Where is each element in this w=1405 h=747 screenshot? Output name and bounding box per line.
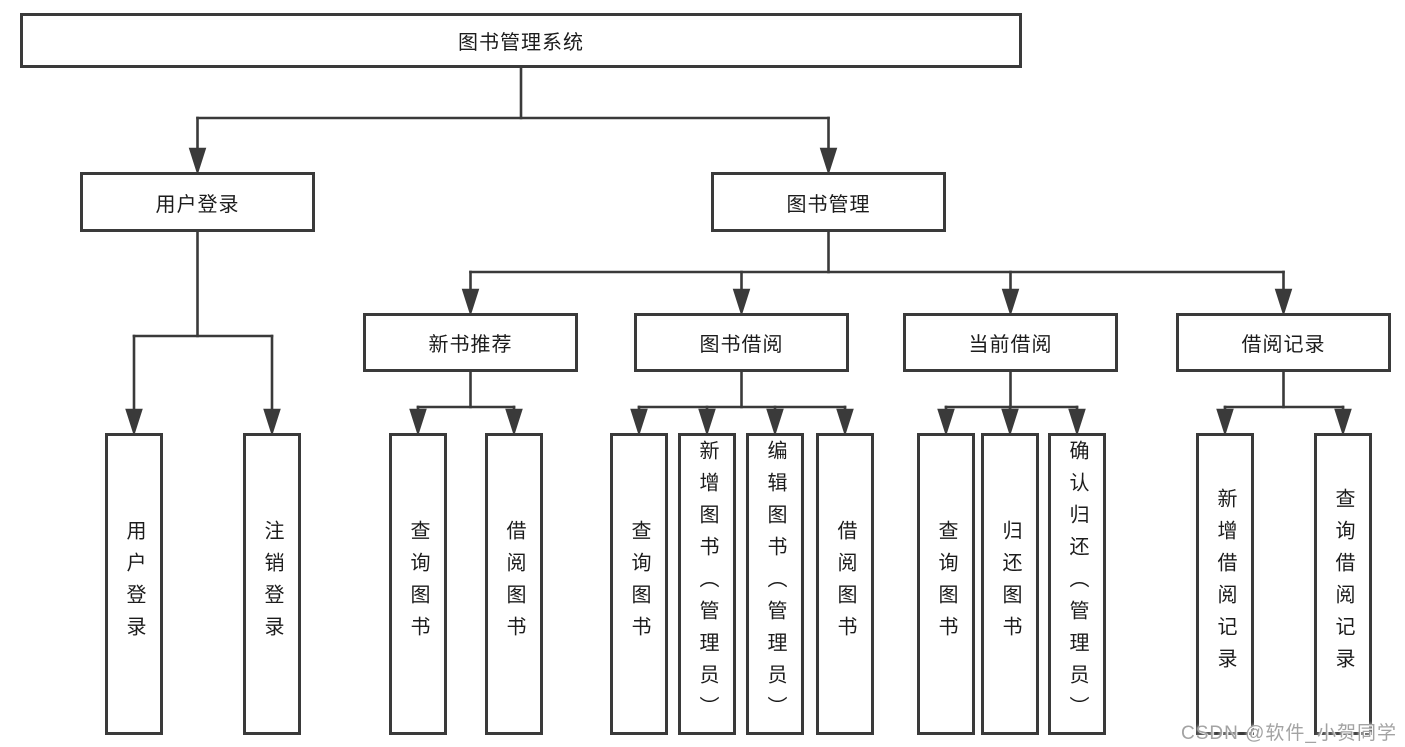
connector-book-management-to-level3 xyxy=(461,230,1293,317)
node-user-login: 用户登录 xyxy=(80,172,315,232)
node-root-label: 图书管理系统 xyxy=(458,32,584,54)
leaf-confirm-return-admin: 确认归还（管理员） xyxy=(1048,433,1106,735)
connector-new-book-to-leaves xyxy=(409,370,523,437)
leaf-query-books-current-label: 查询图书 xyxy=(935,520,957,648)
connector-root-to-level2 xyxy=(188,66,838,176)
leaf-query-borrow-record: 查询借阅记录 xyxy=(1314,433,1372,735)
leaf-add-books-admin-label: 新增图书（管理员） xyxy=(696,440,718,728)
leaf-query-borrow-record-label: 查询借阅记录 xyxy=(1332,488,1354,680)
leaf-edit-books-admin-label: 编辑图书（管理员） xyxy=(764,440,786,728)
leaf-borrow-books: 借阅图书 xyxy=(816,433,874,735)
node-book-management: 图书管理 xyxy=(711,172,946,232)
leaf-query-books-borrow-label: 查询图书 xyxy=(628,520,650,648)
node-new-book-recommend-label: 新书推荐 xyxy=(428,334,513,356)
leaf-confirm-return-admin-label: 确认归还（管理员） xyxy=(1066,440,1088,728)
leaf-edit-books-admin: 编辑图书（管理员） xyxy=(746,433,804,735)
connector-borrow-records-to-leaves xyxy=(1216,370,1352,437)
connector-user-login-to-leaves xyxy=(125,230,281,437)
node-root: 图书管理系统 xyxy=(20,13,1022,68)
leaf-query-books-current: 查询图书 xyxy=(917,433,975,735)
node-book-borrow-label: 图书借阅 xyxy=(699,334,784,356)
leaf-add-borrow-record-label: 新增借阅记录 xyxy=(1214,488,1236,680)
node-current-borrow: 当前借阅 xyxy=(903,313,1118,372)
leaf-logout-label: 注销登录 xyxy=(261,520,283,648)
leaf-borrow-books-recommend-label: 借阅图书 xyxy=(503,520,525,648)
leaf-user-login-label: 用户登录 xyxy=(123,520,145,648)
leaf-return-books-label: 归还图书 xyxy=(999,520,1021,648)
leaf-query-books-recommend-label: 查询图书 xyxy=(407,520,429,648)
node-current-borrow-label: 当前借阅 xyxy=(968,334,1053,356)
leaf-borrow-books-label: 借阅图书 xyxy=(834,520,856,648)
node-book-borrow: 图书借阅 xyxy=(634,313,849,372)
node-borrow-records: 借阅记录 xyxy=(1176,313,1391,372)
leaf-query-books-borrow: 查询图书 xyxy=(610,433,668,735)
csdn-watermark: CSDN @软件_小贺同学 xyxy=(1181,723,1397,744)
leaf-add-borrow-record: 新增借阅记录 xyxy=(1196,433,1254,735)
leaf-add-books-admin: 新增图书（管理员） xyxy=(678,433,736,735)
node-new-book-recommend: 新书推荐 xyxy=(363,313,578,372)
leaf-borrow-books-recommend: 借阅图书 xyxy=(485,433,543,735)
leaf-logout: 注销登录 xyxy=(243,433,301,735)
leaf-user-login: 用户登录 xyxy=(105,433,163,735)
leaf-query-books-recommend: 查询图书 xyxy=(389,433,447,735)
node-user-login-label: 用户登录 xyxy=(155,193,240,216)
leaf-return-books: 归还图书 xyxy=(981,433,1039,735)
node-book-management-label: 图书管理 xyxy=(786,193,871,216)
connector-book-borrow-to-leaves xyxy=(630,370,854,437)
node-borrow-records-label: 借阅记录 xyxy=(1241,334,1326,356)
connector-current-borrow-to-leaves xyxy=(937,370,1086,437)
